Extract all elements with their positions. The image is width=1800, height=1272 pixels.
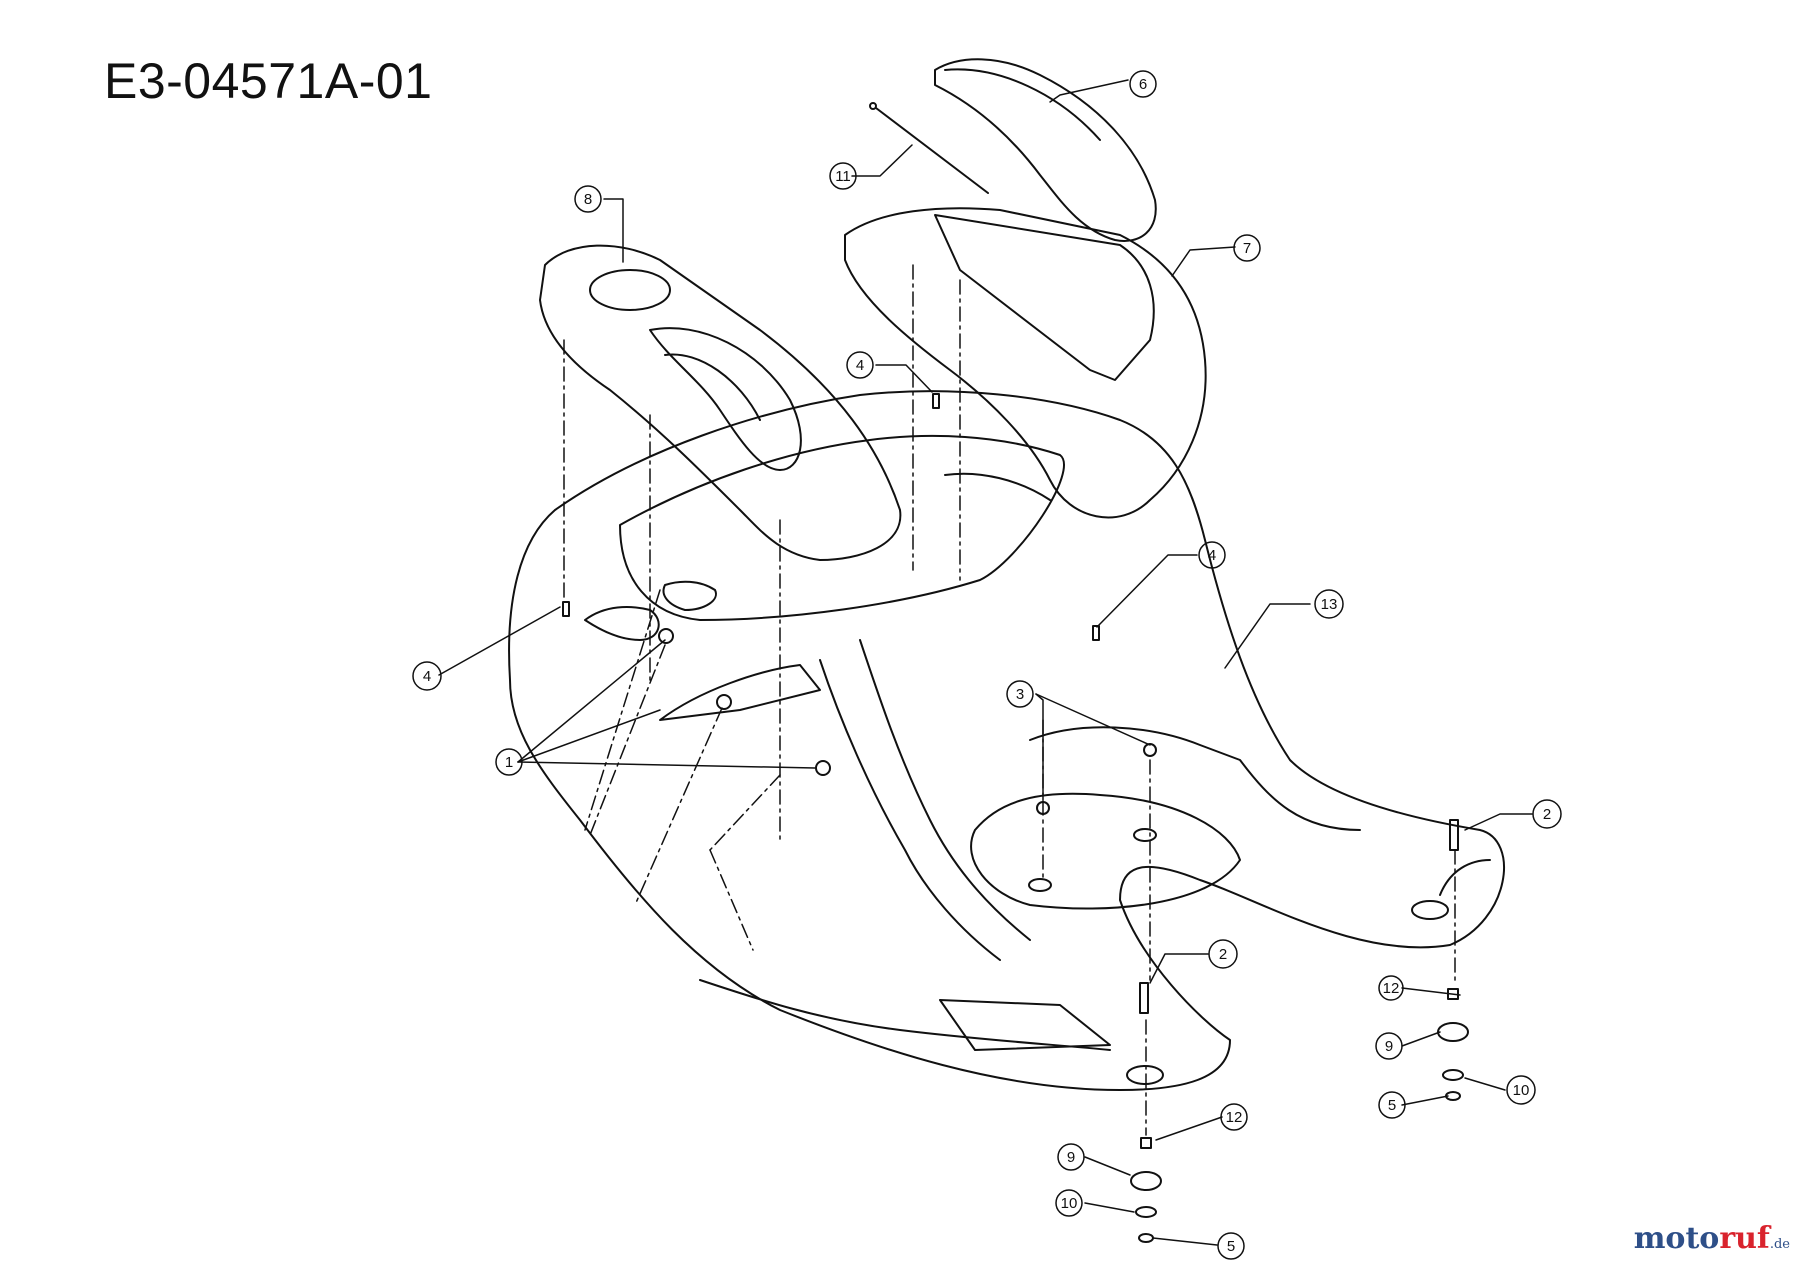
svg-text:3: 3 [1016,686,1024,703]
svg-text:4: 4 [1208,547,1216,564]
callout-3: 3 [1006,680,1034,708]
left-fender [539,244,902,561]
svg-text:6: 6 [1139,76,1147,93]
callout-8: 8 [574,185,602,213]
svg-text:5: 5 [1227,1238,1235,1255]
callout-5-a: 5 [1378,1091,1406,1119]
svg-text:12: 12 [1383,980,1400,997]
svg-text:9: 9 [1067,1149,1075,1166]
svg-text:8: 8 [584,191,592,208]
watermark-logo: motoruf.de [1634,1221,1790,1256]
svg-text:10: 10 [1061,1195,1078,1212]
watermark-suffix: .de [1769,1237,1790,1252]
svg-text:10: 10 [1513,1082,1530,1099]
support-rod [869,102,989,194]
alignment-lines [563,264,1456,1136]
callout-9-b: 9 [1057,1143,1085,1171]
watermark-part2: ruf [1719,1221,1770,1256]
callout-11: 11 [829,162,857,190]
svg-text:4: 4 [856,357,864,374]
callout-10-a: 10 [1506,1075,1536,1105]
leader-lines [438,79,1533,1246]
watermark-part1: moto [1633,1221,1720,1256]
callout-6: 6 [1129,70,1157,98]
body-frame [508,390,1505,1091]
callout-9-a: 9 [1375,1032,1403,1060]
svg-text:2: 2 [1219,946,1227,963]
svg-text:5: 5 [1388,1097,1396,1114]
callout-12-a: 12 [1378,975,1404,1001]
callout-4-b: 4 [1198,541,1226,569]
callout-circles: 6 11 8 7 4 4 13 4 3 1 2 2 12 9 10 5 12 9… [412,70,1562,1260]
svg-text:11: 11 [835,168,851,185]
callout-1: 1 [495,748,523,776]
svg-text:13: 13 [1321,596,1338,613]
callout-7: 7 [1233,234,1261,262]
svg-text:9: 9 [1385,1038,1393,1055]
svg-text:7: 7 [1243,240,1251,257]
hardware [562,393,1469,1243]
seat-pad [934,58,1157,242]
svg-text:12: 12 [1226,1109,1243,1126]
svg-text:2: 2 [1543,806,1551,823]
svg-text:4: 4 [423,668,431,685]
callout-2-b: 2 [1208,939,1238,969]
right-fender [844,207,1207,519]
callout-2-a: 2 [1532,799,1562,829]
callout-4-a: 4 [846,351,874,379]
diagram-title: E3-04571A-01 [104,53,433,109]
callout-12-b: 12 [1220,1103,1248,1131]
callout-5-b: 5 [1217,1232,1245,1260]
callout-13: 13 [1314,589,1344,619]
svg-text:1: 1 [505,754,513,771]
callout-10-b: 10 [1055,1189,1083,1217]
callout-4-c: 4 [412,661,442,691]
